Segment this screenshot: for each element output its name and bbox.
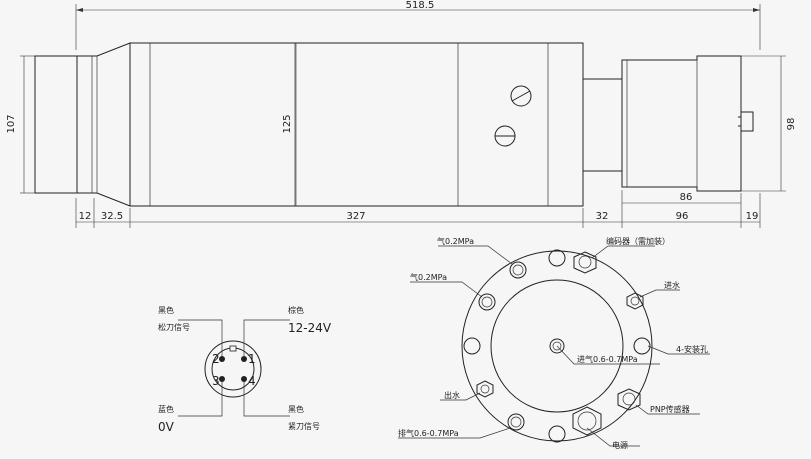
pin-4-color: 黑色 <box>288 404 304 414</box>
rear-connector <box>738 111 754 132</box>
dim-96: 96 <box>676 211 689 222</box>
label-air-inlet: 进气0.6-0.7MPa <box>577 354 638 364</box>
leader <box>438 245 513 265</box>
leader <box>639 289 680 298</box>
side-view <box>34 42 754 207</box>
mount-hole <box>548 425 566 443</box>
port-hole-inner <box>510 416 522 428</box>
pin-4-signal: 紧刀信号 <box>288 421 320 431</box>
hex-fittings <box>476 251 644 436</box>
screw-slot <box>511 90 531 102</box>
pin-4-number: 4 <box>248 374 256 388</box>
leader <box>410 281 483 298</box>
mount-hole <box>548 249 566 267</box>
pin-2 <box>219 356 225 362</box>
port-hole-inner <box>512 264 524 276</box>
leader <box>591 245 655 259</box>
label-encoder: 编码器（需加装） <box>606 236 670 246</box>
leader-pin-4 <box>243 382 290 417</box>
dim-right-height: 98 <box>786 118 797 131</box>
pin-1-color: 棕色 <box>288 305 304 315</box>
leader <box>398 427 511 439</box>
end-view-leaders <box>398 245 710 447</box>
label-pnp-sensor: PNP传感器 <box>650 404 690 414</box>
screw-head-top <box>510 85 532 107</box>
connector-pinout: 2 1 3 4 黑色 松刀信号 棕色 12-24V 蓝色 0V 黑色 紧刀信号 <box>158 305 332 434</box>
dim-86: 86 <box>680 192 693 203</box>
dim-19: 19 <box>746 211 759 222</box>
fitting-inner <box>630 296 640 306</box>
leader <box>440 392 481 401</box>
label-water-out: 出水 <box>444 390 460 400</box>
pin-1 <box>241 356 247 362</box>
label-water-in: 进水 <box>664 280 680 290</box>
center-air-port-inner <box>552 341 562 351</box>
label-air-0-2-a: 气0.2MPa <box>437 236 474 246</box>
water-out-fitting <box>476 380 494 398</box>
side-view-dimensions: 518.5 107 125 98 86 12 32.5 327 32 96 19 <box>6 0 797 228</box>
power-connector-fitting <box>572 406 602 436</box>
leader <box>647 345 710 355</box>
end-view: 气0.2MPa 气0.2MPa 编码器（需加装） 进水 4-安装孔 进气0.6-… <box>398 236 710 450</box>
leader-pin-1 <box>243 319 290 356</box>
nose-section <box>34 55 78 194</box>
leader <box>556 345 660 365</box>
pin-2-signal: 松刀信号 <box>158 322 190 332</box>
pin-3-number: 3 <box>212 374 220 388</box>
pin-3 <box>219 376 225 382</box>
center-air-port <box>549 338 565 354</box>
pnp-sensor-fitting <box>617 388 641 411</box>
dim-327: 327 <box>346 211 365 222</box>
dim-left-height: 107 <box>6 114 17 133</box>
port-hole-exhaust <box>507 413 525 431</box>
connector-outer-ring <box>204 340 262 398</box>
leader-pin-3 <box>178 382 223 417</box>
label-air-0-2-b: 气0.2MPa <box>410 272 447 282</box>
flange-outer-circle <box>461 250 653 442</box>
label-power: 电源 <box>612 440 628 450</box>
port-hole-air-a <box>509 261 527 279</box>
pin-1-signal: 12-24V <box>288 321 332 335</box>
label-mount-holes: 4-安装孔 <box>676 344 708 354</box>
nose-taper <box>77 42 131 207</box>
leader <box>586 427 640 447</box>
fitting-inner <box>622 392 636 406</box>
neck-section <box>583 78 623 172</box>
dim-overall-length: 518.5 <box>406 0 435 11</box>
bolt-holes <box>463 249 651 443</box>
dim-12: 12 <box>79 211 92 222</box>
leader-pin-2 <box>178 319 223 356</box>
arrow <box>753 8 760 12</box>
port-hole-air-b <box>478 293 496 311</box>
encoder-fitting <box>573 251 597 274</box>
pin-4 <box>241 376 247 382</box>
pin-2-number: 2 <box>212 352 220 366</box>
main-body <box>129 42 584 207</box>
fitting-inner <box>577 411 597 431</box>
mount-hole <box>463 337 481 355</box>
pin-2-color: 黑色 <box>158 305 174 315</box>
mount-hole <box>633 337 651 355</box>
port-hole-inner <box>481 296 493 308</box>
fitting-inner <box>480 384 490 394</box>
pin-3-color: 蓝色 <box>158 404 174 414</box>
dim-32-5: 32.5 <box>101 211 123 222</box>
arrow <box>76 8 83 12</box>
leader <box>635 404 700 415</box>
label-exhaust: 排气0.6-0.7MPa <box>398 428 459 438</box>
flange-inner-circle <box>490 279 624 413</box>
water-in-fitting <box>626 292 644 310</box>
pin-1-number: 1 <box>248 352 256 366</box>
motor-housing <box>621 55 742 192</box>
pin-3-signal: 0V <box>158 420 175 434</box>
dim-32: 32 <box>596 211 609 222</box>
dim-body-height: 125 <box>282 114 293 133</box>
fitting-inner <box>578 255 592 269</box>
connector-key <box>229 345 237 352</box>
